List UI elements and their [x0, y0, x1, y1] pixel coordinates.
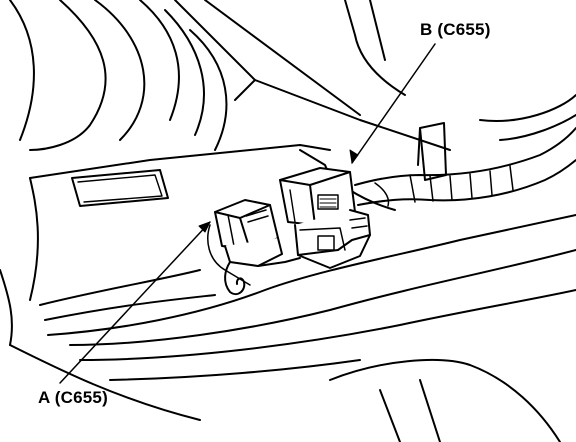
mounting-bracket	[417, 122, 447, 181]
connector-b	[279, 167, 371, 269]
connector-a-label: A (C655)	[38, 388, 108, 407]
floor-recess	[71, 169, 169, 207]
leader-a-arrow	[198, 221, 211, 233]
leader-lines	[59, 43, 436, 384]
connector-b-label: B (C655)	[420, 20, 491, 39]
leader-b	[351, 43, 436, 164]
connector-a	[207, 199, 301, 296]
wire-harness	[354, 94, 576, 207]
leader-a	[59, 221, 211, 384]
tire-well-illustration	[9, 0, 228, 151]
leader-b-arrow	[349, 149, 359, 164]
